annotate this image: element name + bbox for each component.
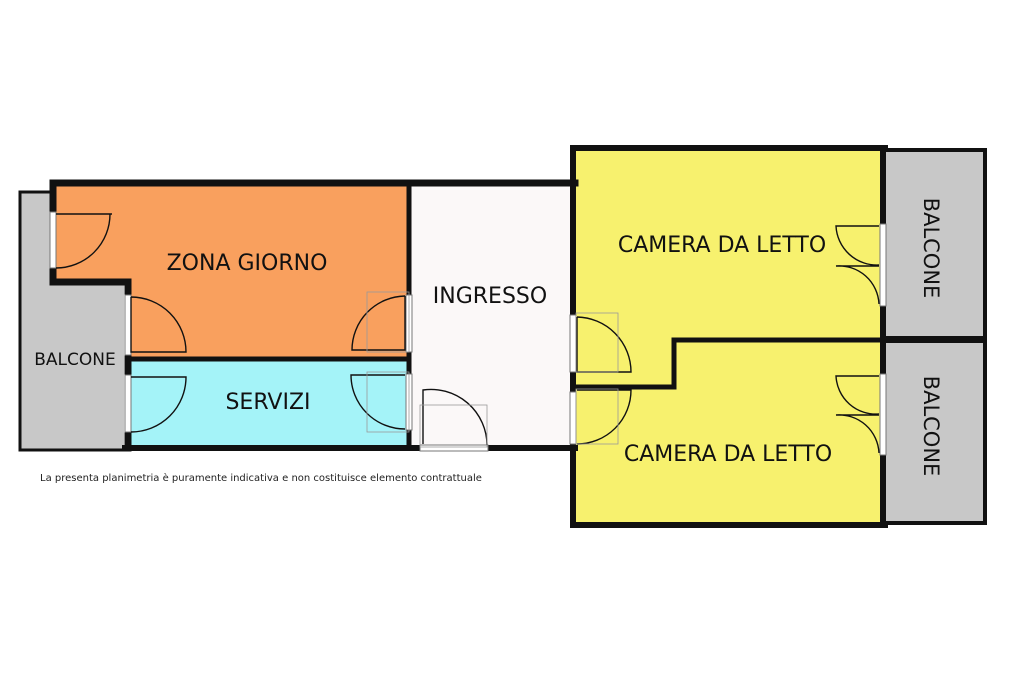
door-icon: [422, 388, 488, 446]
camera-2-area: [575, 342, 883, 523]
room-label-balcone-right-top: BALCONE: [919, 198, 943, 299]
door-icon: [576, 389, 632, 445]
balcone-right-bottom-area: [884, 341, 985, 523]
room-label-camera-1: CAMERA DA LETTO: [618, 233, 826, 258]
balcone-right-top-area: [884, 150, 985, 338]
door-icon: [130, 376, 187, 433]
walls: [18, 145, 987, 528]
room-label-zona-giorno: ZONA GIORNO: [167, 251, 328, 276]
door-icon: [351, 295, 406, 351]
door-frames: [366, 291, 619, 448]
room-label-camera-2: CAMERA DA LETTO: [624, 442, 832, 467]
door-icon: [55, 213, 112, 269]
ingresso-area: [411, 186, 573, 445]
door-icon: [576, 316, 632, 373]
room-label-balcone-left: BALCONE: [34, 350, 115, 370]
room-label-servizi: SERVIZI: [225, 390, 310, 415]
door-icon: [350, 374, 406, 430]
room-label-balcone-right-bottom: BALCONE: [919, 376, 943, 477]
door-icon: [130, 296, 187, 353]
zona-giorno-area: [55, 186, 410, 357]
door-swings: [55, 213, 880, 454]
room-label-ingresso: INGRESSO: [433, 284, 547, 309]
door-icon: [835, 225, 880, 305]
door-icon: [835, 375, 880, 454]
disclaimer-text: La presenta planimetria è puramente indi…: [40, 473, 482, 484]
camera-1-area: [575, 150, 883, 385]
